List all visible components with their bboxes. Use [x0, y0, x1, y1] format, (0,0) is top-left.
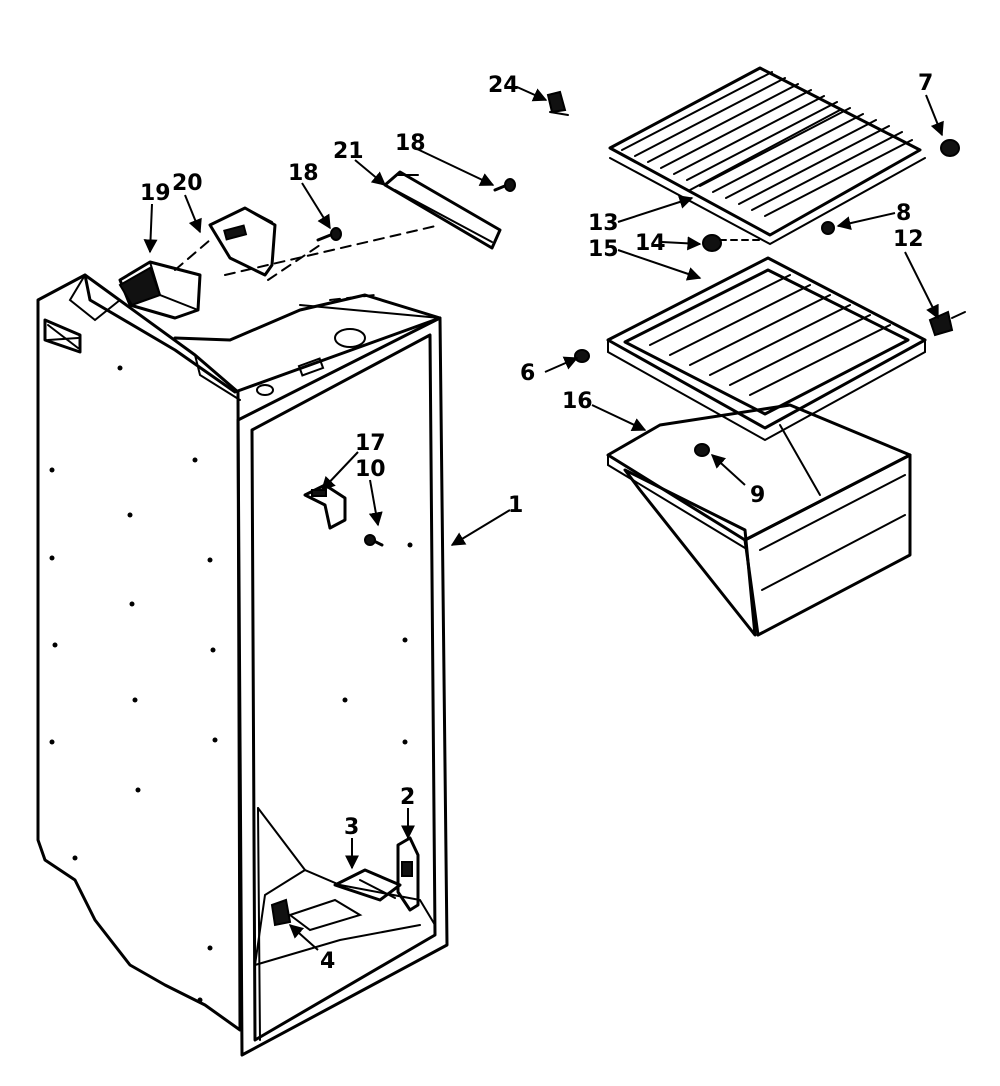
callout-2: 2: [400, 785, 415, 810]
bracket-20: [208, 206, 277, 277]
crisper-pan: [606, 403, 912, 637]
support-14: [702, 234, 722, 252]
callout-24: 24: [488, 73, 519, 98]
control-housing: [68, 260, 202, 322]
callout-7: 7: [918, 71, 933, 96]
callout-4: 4: [320, 949, 335, 974]
support-9: [694, 443, 710, 457]
screw-18-left: [316, 227, 342, 242]
callout-9: 9: [750, 483, 765, 508]
glass-shelf: [606, 256, 927, 442]
callout-13: 13: [588, 211, 619, 236]
support-12: [928, 310, 966, 337]
callout-15: 15: [588, 237, 619, 262]
callout-21: 21: [333, 139, 364, 164]
liner-cabinet: [36, 273, 449, 1057]
callout-10: 10: [355, 457, 386, 482]
callout-19: 19: [140, 181, 171, 206]
callout-18-left: 18: [288, 161, 319, 186]
bracket-3: [333, 868, 402, 902]
callout-6: 6: [520, 361, 535, 386]
screw-18-right: [493, 178, 516, 192]
callout-1: 1: [508, 493, 523, 518]
callout-3: 3: [344, 815, 359, 840]
support-6: [574, 349, 590, 363]
rail-21: [383, 170, 502, 250]
bracket-17: [303, 483, 347, 530]
callout-16: 16: [562, 389, 593, 414]
callout-20: 20: [172, 171, 203, 196]
support-8: [821, 221, 835, 235]
leader-lines: [143, 86, 944, 951]
clip-4: [270, 898, 292, 927]
callout-8: 8: [896, 201, 911, 226]
wire-shelf: [608, 66, 926, 246]
callout-18-right: 18: [395, 131, 426, 156]
knob-7: [940, 139, 960, 157]
callout-17: 17: [355, 431, 386, 456]
callout-14: 14: [635, 231, 666, 256]
callout-12: 12: [893, 227, 924, 252]
clip-24: [546, 90, 569, 116]
screw-10: [364, 534, 384, 547]
